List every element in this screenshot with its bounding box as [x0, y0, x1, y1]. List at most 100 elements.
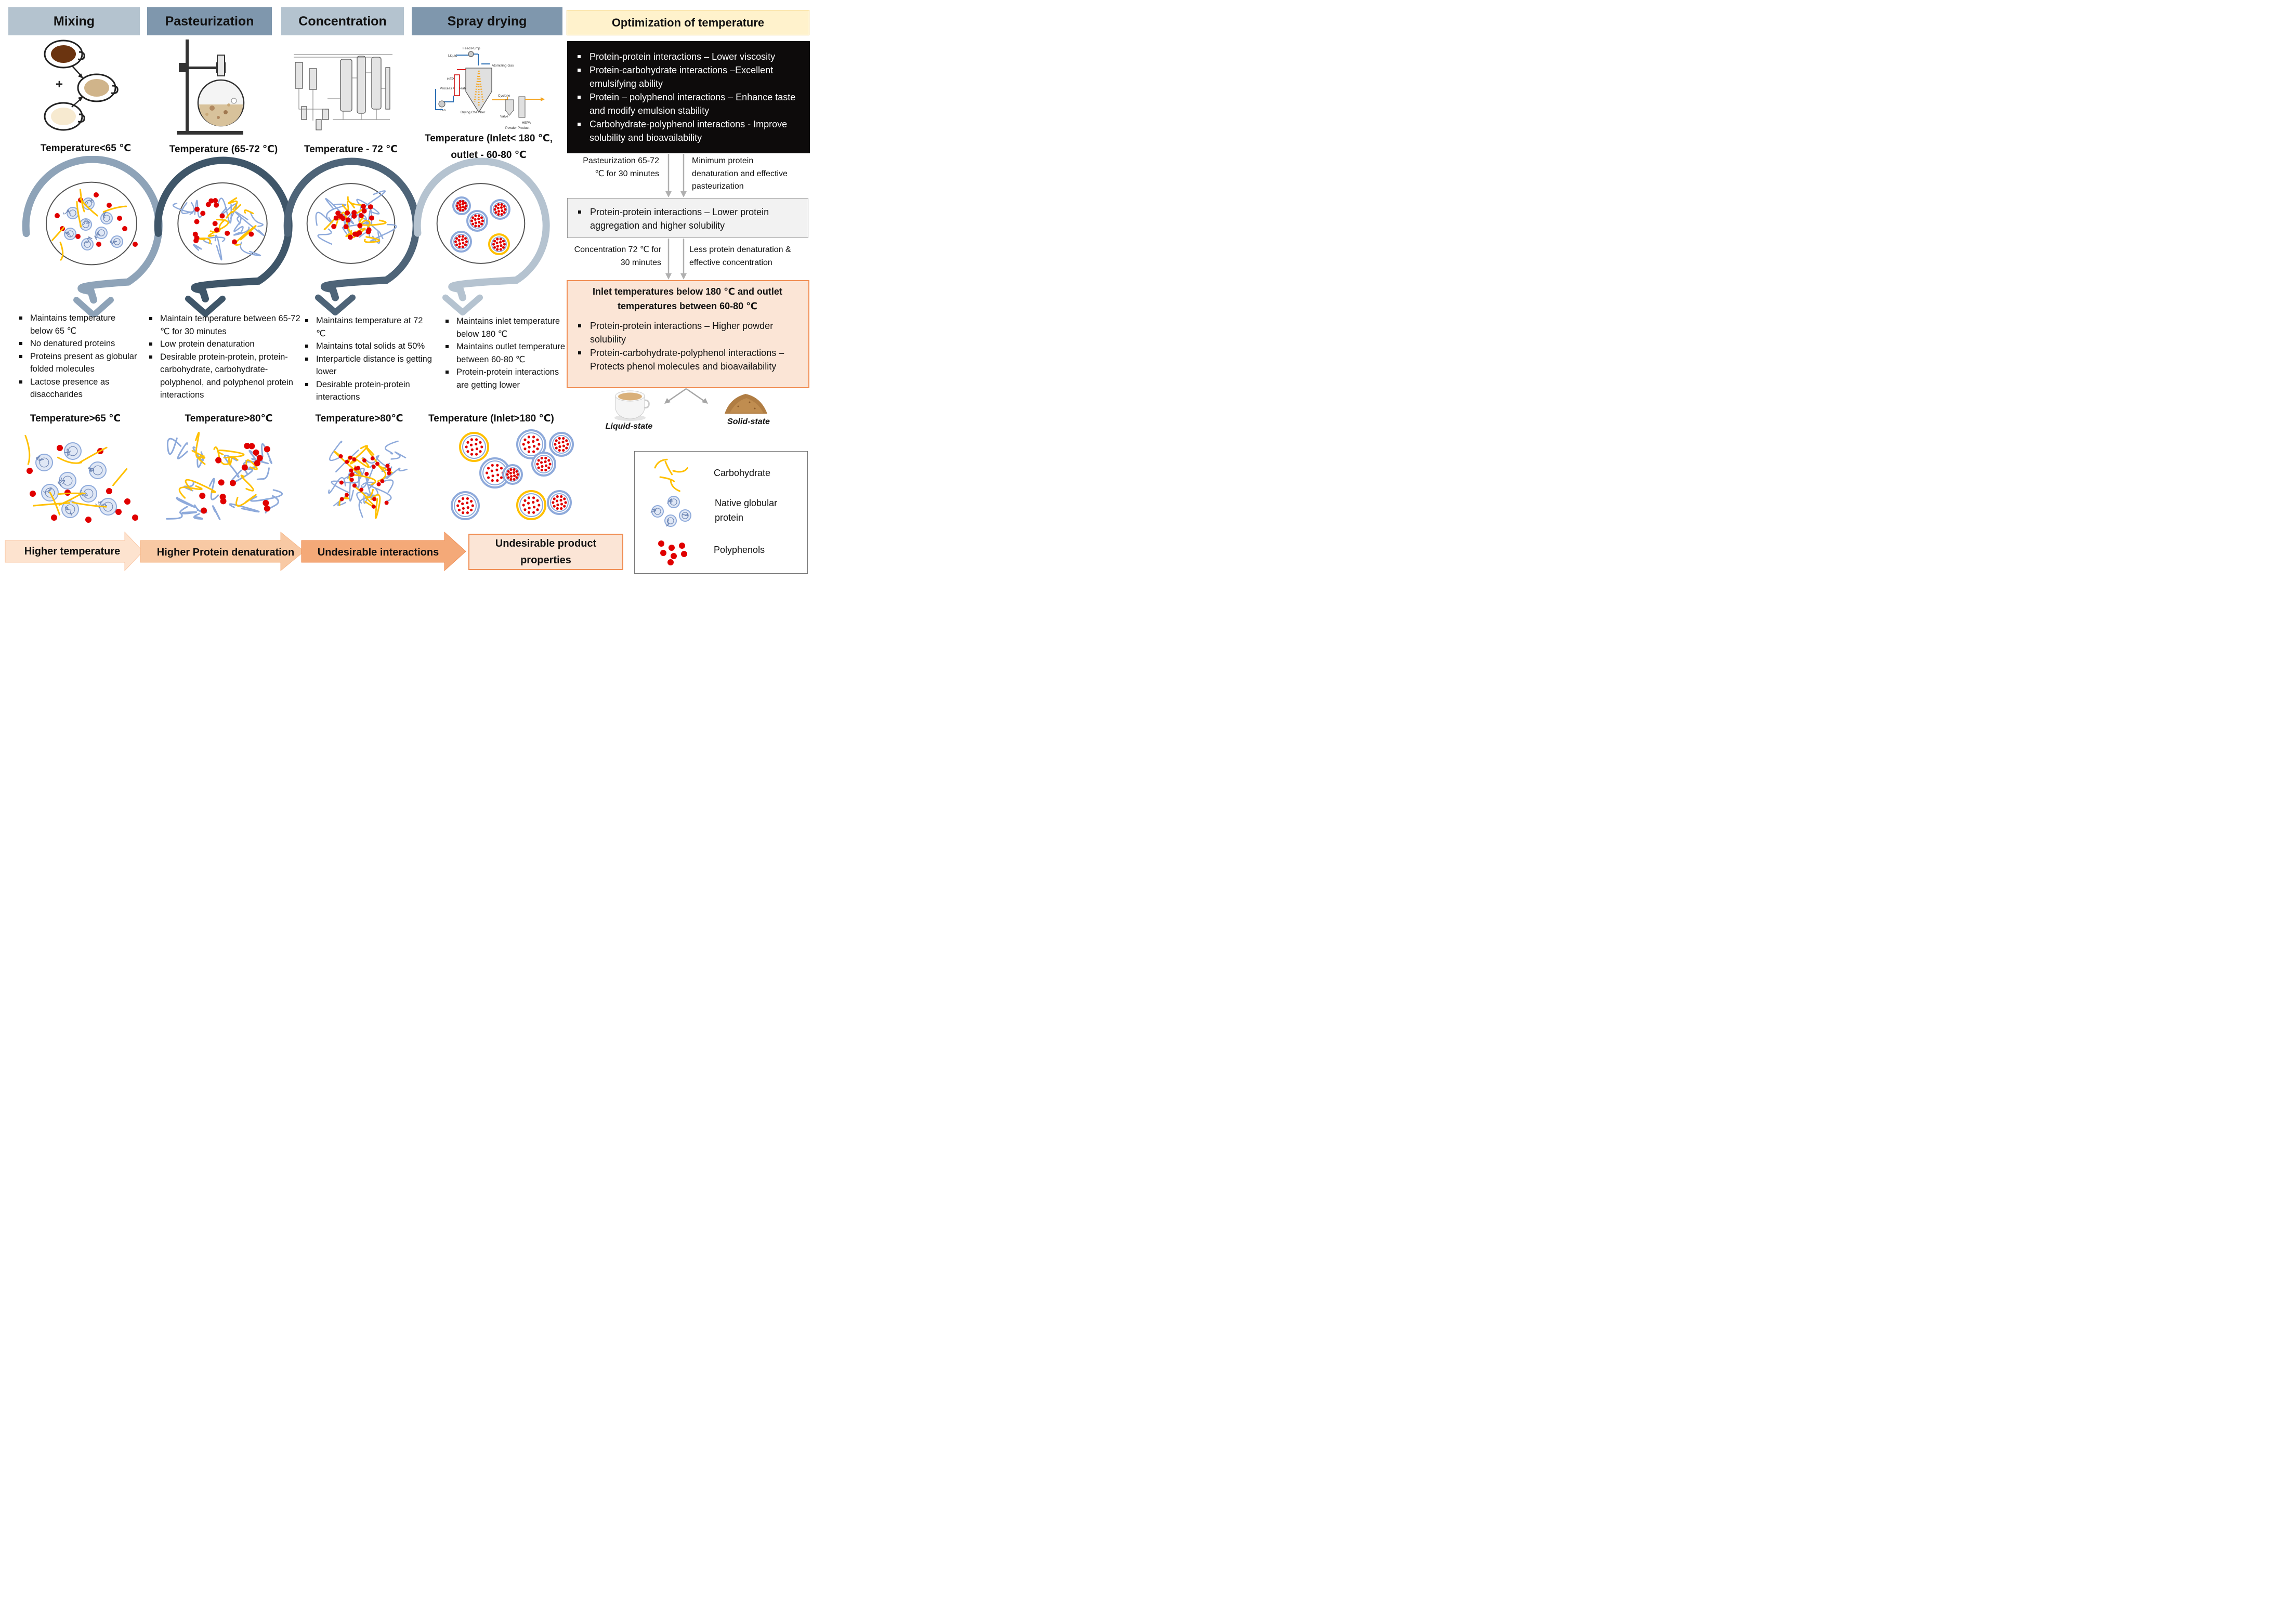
mixing-high-temp-label: Temperature>65 ℃ — [30, 413, 121, 424]
carbohydrate-strand — [71, 501, 107, 508]
loop-arc — [283, 157, 420, 301]
polyphenol-dot — [479, 450, 482, 453]
native-protein-icon — [81, 236, 94, 250]
down-arrow-icon — [442, 294, 483, 316]
carbohydrate-strand — [49, 492, 61, 516]
down-arrow-icon — [73, 297, 114, 317]
polyphenol-dot — [457, 239, 461, 242]
polyphenol-dot — [504, 208, 507, 211]
polyphenol-dot — [200, 210, 206, 216]
polyphenol-dot — [214, 227, 219, 233]
polyphenol-dot — [502, 246, 505, 249]
polyphenol-dot — [194, 206, 200, 212]
polyphenol-dot — [27, 468, 33, 474]
concentration-bullet: Maintains temperature at 72 ℃ — [304, 314, 433, 340]
step1-right-note: Minimum protein denaturation and effecti… — [692, 156, 788, 191]
polyphenol-dot — [225, 230, 230, 236]
polyphenol-dot — [465, 204, 468, 207]
polyphenol-dot — [115, 509, 122, 515]
spray-label-valve: Valve — [500, 115, 508, 118]
carbohydrate-strand — [226, 204, 241, 219]
polyphenol-dot — [536, 508, 539, 511]
polyphenol-dot — [470, 448, 474, 452]
polyphenol-dot — [509, 478, 513, 481]
polyphenol-dot — [352, 457, 357, 462]
polyphenol-dot — [544, 468, 547, 472]
carbohydrate-strand — [659, 476, 675, 482]
polyphenol-dot — [501, 209, 504, 213]
pasteurization-header: Pasteurization — [147, 7, 272, 35]
polyphenol-dot — [461, 235, 464, 238]
polyphenol-dot — [470, 438, 474, 441]
polyphenol-dot — [491, 479, 494, 482]
polyphenol-dot — [536, 463, 539, 466]
final-conditions-list: Protein-protein interactions – Higher po… — [572, 319, 803, 373]
unfolded-protein-strand — [385, 440, 399, 455]
polyphenol-dot — [515, 476, 518, 479]
native-protein-icon — [110, 235, 123, 248]
polyphenol-dot — [506, 473, 509, 476]
polyphenol-dot — [364, 471, 369, 476]
polyphenol-dot — [466, 501, 469, 505]
native-protein-icon — [64, 442, 82, 460]
optimization-header: Optimization of temperature — [567, 10, 809, 35]
encapsulated-polyphenol-particle — [516, 490, 546, 520]
carbohydrate-strand — [79, 198, 98, 217]
spray-label-atomizing-gas: Atomizing Gas — [492, 64, 514, 68]
unfolded-protein-strand — [317, 228, 333, 245]
polyphenol-dot — [681, 551, 687, 557]
denatured-molecules-diagram — [24, 429, 574, 523]
carbohydrate-strand — [349, 445, 369, 465]
legend-protein-label: Native globular protein — [715, 498, 778, 523]
polyphenol-dot — [466, 511, 469, 514]
polyphenol-dot — [370, 456, 375, 461]
unfolded-protein-strand — [172, 202, 195, 213]
polyphenol-dot — [94, 192, 99, 197]
final-conditions-title: Inlet temperatures below 180 ℃ and outle… — [593, 286, 782, 311]
polyphenol-dot — [503, 211, 506, 214]
polyphenol-dot — [462, 242, 465, 245]
carbohydrate-strand — [359, 217, 387, 226]
polyphenol-dot — [496, 206, 500, 210]
carbohydrate-strand — [195, 432, 205, 459]
polyphenol-dot — [212, 221, 218, 227]
polyphenol-dot — [465, 445, 468, 448]
polyphenol-dot — [509, 468, 513, 471]
polyphenol-dot — [338, 454, 343, 459]
polyphenol-dot — [481, 219, 484, 222]
polyphenol-dot — [359, 487, 364, 492]
unfolded-protein-strand — [328, 477, 346, 494]
concentration-header: Concentration — [281, 7, 404, 35]
polyphenol-dot — [461, 497, 465, 500]
unfolded-protein-strand — [176, 496, 195, 508]
process-loop — [154, 156, 293, 317]
polyphenol-dot — [480, 216, 483, 219]
polyphenol-dot — [480, 222, 483, 226]
mixing-temp-label: Temperature<65 ℃ — [40, 143, 132, 154]
polyphenol-dot — [343, 224, 349, 230]
legend-carbohydrate-label: Carbohydrate — [714, 468, 771, 478]
legend-box — [634, 451, 808, 574]
unfolded-protein-strand — [181, 202, 194, 215]
polyphenol-dot — [532, 445, 536, 448]
polyphenol-dot — [509, 471, 512, 475]
loop-arc — [413, 157, 550, 301]
polyphenol-dot — [474, 214, 477, 217]
carbohydrate-strand — [370, 494, 381, 519]
polyphenol-dot — [455, 237, 458, 240]
encapsulated-polyphenol-particle — [547, 490, 572, 515]
polyphenol-dot — [375, 461, 379, 466]
unfolded-protein-strand — [250, 489, 283, 502]
polyphenol-dot — [462, 208, 465, 212]
polyphenol-dot — [376, 482, 381, 486]
polyphenol-dot — [536, 438, 539, 441]
polyphenol-dot — [213, 198, 218, 204]
polyphenol-dot — [107, 203, 112, 208]
polyphenol-dot — [458, 203, 462, 206]
encapsulated-polyphenol-particle — [450, 231, 472, 253]
unfolded-protein-strand — [193, 244, 202, 251]
process-loop — [413, 157, 550, 316]
polyphenol-dot — [667, 559, 674, 565]
polyphenol-dot — [458, 200, 462, 203]
unfolded-protein-strand — [359, 231, 371, 238]
